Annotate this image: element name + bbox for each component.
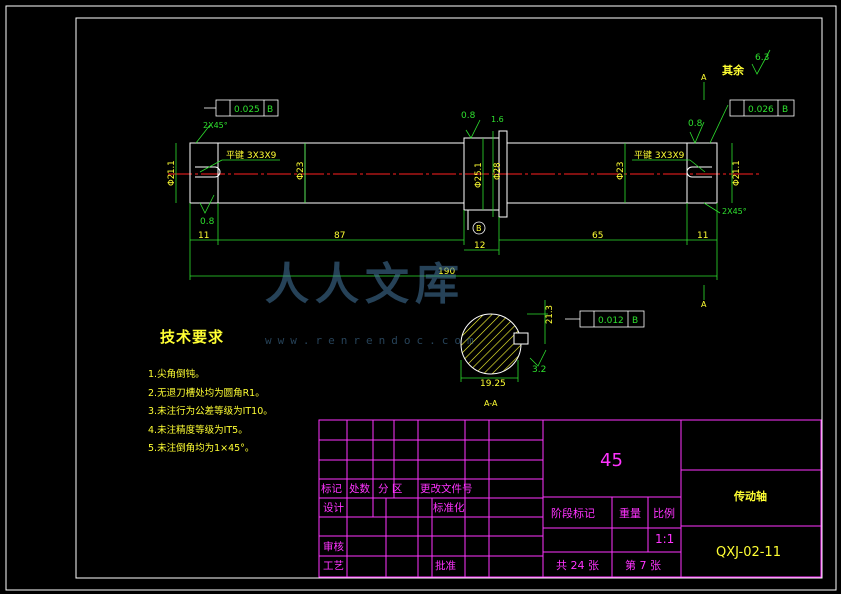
- tol-right-value: 0.026: [748, 105, 774, 115]
- roughness-08-b: 0.8: [688, 119, 703, 129]
- tech-requirement-3: 3.未注行为公差等级为IT10。: [148, 406, 273, 417]
- scale-value: 1:1: [655, 532, 674, 546]
- tb-check: 审核: [323, 541, 344, 553]
- sheets-total: 共 24 张: [556, 559, 599, 572]
- title-block: [318, 419, 822, 578]
- dim-11-left: 11: [198, 231, 209, 241]
- tb-mark: 标记: [321, 483, 342, 495]
- dia-collar: Φ28: [493, 162, 503, 180]
- roughness-32: 3.2: [532, 365, 546, 375]
- tb-change-doc: 更改文件号: [420, 483, 473, 495]
- datum-b: B: [476, 224, 482, 233]
- tech-requirements-title: 技术要求: [160, 328, 225, 346]
- dia-shoulder: Φ25.1: [474, 162, 484, 188]
- tb-approve: 批准: [435, 560, 456, 572]
- roughness-08-a: 0.8: [461, 111, 476, 121]
- tech-requirements-list: 1.尖角倒钝。 2.无退刀槽处均为圆角R1。 3.未注行为公差等级为IT10。 …: [148, 366, 273, 459]
- tol-left-datum: B: [267, 105, 273, 115]
- ratio-label: 比例: [653, 506, 675, 520]
- tech-requirement-1: 1.尖角倒钝。: [148, 369, 205, 380]
- shaft-outline: [189, 130, 718, 230]
- dimension-lines: [175, 49, 771, 367]
- tb-count: 处数: [349, 483, 370, 495]
- dim-12: 12: [474, 241, 485, 251]
- stage-mark-label: 阶段标记: [551, 506, 595, 520]
- section-view: [460, 300, 548, 382]
- sheet-number: 第 7 张: [625, 558, 661, 572]
- dim-87: 87: [334, 231, 345, 241]
- dim-section-height: 21.3: [545, 305, 555, 324]
- tol-right-datum: B: [782, 105, 788, 115]
- roughness-08-c: 0.8: [200, 217, 215, 227]
- tol-left-value: 0.025: [234, 105, 260, 115]
- tb-design: 设计: [323, 502, 344, 514]
- tol-section-value: 0.012: [598, 316, 624, 326]
- chamfer-left: 2X45°: [203, 121, 228, 130]
- dia-left: Φ21.1: [167, 160, 177, 186]
- roughness-16: 1.6: [491, 115, 504, 124]
- tb-standardize: 标准化: [433, 502, 465, 514]
- rest-roughness-label: 其余: [722, 63, 745, 77]
- watermark-logo: 人人文库: [265, 259, 465, 310]
- key-right-label: 平键 3X3X9: [634, 149, 685, 161]
- dim-65: 65: [592, 231, 603, 241]
- tolerance-frames: [204, 99, 795, 328]
- weight-label: 重量: [619, 506, 641, 520]
- rest-roughness-value: 6.3: [755, 53, 769, 63]
- watermark-url: www.renrendoc.com: [265, 334, 480, 347]
- part-name: 传动轴: [733, 489, 767, 503]
- tech-requirement-4: 4.未注精度等级为IT5。: [148, 424, 248, 436]
- section-label: A-A: [484, 399, 498, 408]
- dim-11-right: 11: [697, 231, 708, 241]
- tech-requirement-2: 2.无退刀槽处均为圆角R1。: [148, 387, 265, 399]
- dim-section-width: 19.25: [480, 379, 506, 389]
- dia-mid-left: Φ23: [296, 161, 306, 180]
- material-label: 45: [600, 450, 623, 471]
- tol-section-datum: B: [632, 316, 638, 326]
- drawing-number: QXJ-02-11: [716, 545, 781, 560]
- dia-right: Φ21.1: [732, 160, 742, 186]
- chamfer-right: 2X45°: [722, 207, 747, 216]
- tech-requirement-5: 5.未注倒角均为1×45°。: [148, 443, 255, 454]
- cut-a-bottom: A: [701, 300, 707, 309]
- dim-190: 190: [438, 267, 455, 277]
- cut-a-top: A: [701, 73, 707, 82]
- frame-border: [75, 17, 823, 579]
- tb-zone: 分 区: [378, 483, 403, 495]
- sheet-border: [5, 5, 837, 591]
- key-left-label: 平键 3X3X9: [226, 149, 277, 161]
- dia-mid-right: Φ23: [616, 161, 626, 180]
- tb-process: 工艺: [323, 560, 344, 572]
